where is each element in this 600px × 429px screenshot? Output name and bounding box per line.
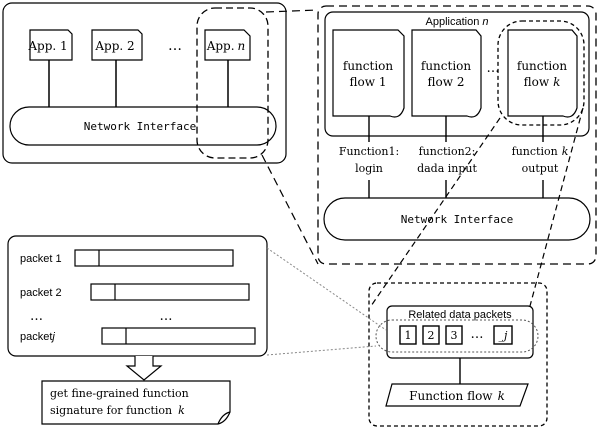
app-n-label: App. <box>206 39 235 53</box>
related-packet-1-label: 1 <box>405 329 412 342</box>
app-2-label: App. 2 <box>94 39 134 53</box>
signature-italic: k <box>178 404 185 417</box>
app-n-box: App.n <box>204 29 251 61</box>
related-packets-title: Related data packets <box>408 309 512 321</box>
signature-box: get fine-grained function signature for … <box>41 380 231 425</box>
function-flow-k-result: Function flow k <box>385 383 529 407</box>
flows-ellipsis: … <box>487 61 500 76</box>
application-title-italic: n <box>482 16 488 28</box>
related-packet-j-italic: j <box>501 329 508 342</box>
network-interface-left <box>9 106 277 146</box>
function-flow-2: function flow 2 <box>411 29 482 118</box>
network-interface-right-label: Network Interface <box>401 213 514 226</box>
flow-k-line1: function <box>517 59 568 73</box>
packet-1-label: packet 1 <box>20 253 62 265</box>
application-n-panel <box>317 5 597 265</box>
apps-ellipsis: … <box>168 38 182 54</box>
function-flow-1: function flow 1 <box>332 29 405 118</box>
related-packets-panel <box>368 282 548 427</box>
packet-2-bar <box>90 283 250 301</box>
packets-dots-mid: … <box>160 309 173 324</box>
related-packet-3-label: 3 <box>451 329 458 342</box>
app-n-highlight <box>196 7 269 159</box>
app-n-italic: n <box>238 39 246 53</box>
flow-k-result-italic: k <box>498 389 505 403</box>
packet-j-label: packet <box>20 331 52 343</box>
related-packet-j-prefix: _ <box>499 329 505 342</box>
related-packet-1: 1 <box>399 325 417 345</box>
related-packets-highlight <box>375 319 539 353</box>
app-1-box: App. 1 <box>27 29 73 61</box>
caption-1-line1: Function1: <box>339 145 399 158</box>
caption-1-line2: login <box>355 162 383 175</box>
related-packet-2-label: 2 <box>428 329 435 342</box>
svg-text:App.n: App.n <box>206 39 246 53</box>
packets-dots-left: … <box>30 309 43 324</box>
packet-j-italic: j <box>50 331 55 343</box>
packet-j-bar <box>101 327 256 345</box>
apps-panel <box>2 2 287 164</box>
caption-2-line2: dada input <box>417 162 477 175</box>
signature-line1: get fine-grained function <box>50 387 189 400</box>
flow-1-line1: function <box>343 59 394 73</box>
caption-k-line2: output <box>522 162 559 175</box>
app-2-box: App. 2 <box>91 29 143 61</box>
related-packet-j: _j <box>493 325 513 345</box>
flow-2-line2: flow 2 <box>428 75 465 89</box>
flow-k-result-label: Function flow <box>409 389 493 403</box>
down-arrow-icon <box>125 356 163 381</box>
flow-1-line2: flow 1 <box>350 75 387 89</box>
application-title: Application <box>426 16 480 28</box>
packet-2-label: packet 2 <box>20 287 62 299</box>
related-packet-3: 3 <box>445 325 463 345</box>
caption-k-line1: function <box>512 145 558 158</box>
svg-text:packetj: packetj <box>20 331 55 343</box>
network-interface-left-label: Network Interface <box>84 120 197 133</box>
caption-k-italic: k <box>562 145 569 158</box>
flow-k-italic: k <box>553 75 560 89</box>
related-packets-ellipsis: … <box>471 327 484 342</box>
flow-k-line2: flow <box>524 75 550 89</box>
related-packet-2: 2 <box>422 325 440 345</box>
network-interface-right <box>323 197 591 241</box>
svg-text:_j: _j <box>499 329 509 342</box>
caption-2-line1: function2: <box>419 145 476 158</box>
app-1-label: App. 1 <box>27 39 67 53</box>
flow-2-line1: function <box>421 59 472 73</box>
signature-line2: signature for function <box>50 404 172 417</box>
packet-1-bar <box>74 249 234 267</box>
